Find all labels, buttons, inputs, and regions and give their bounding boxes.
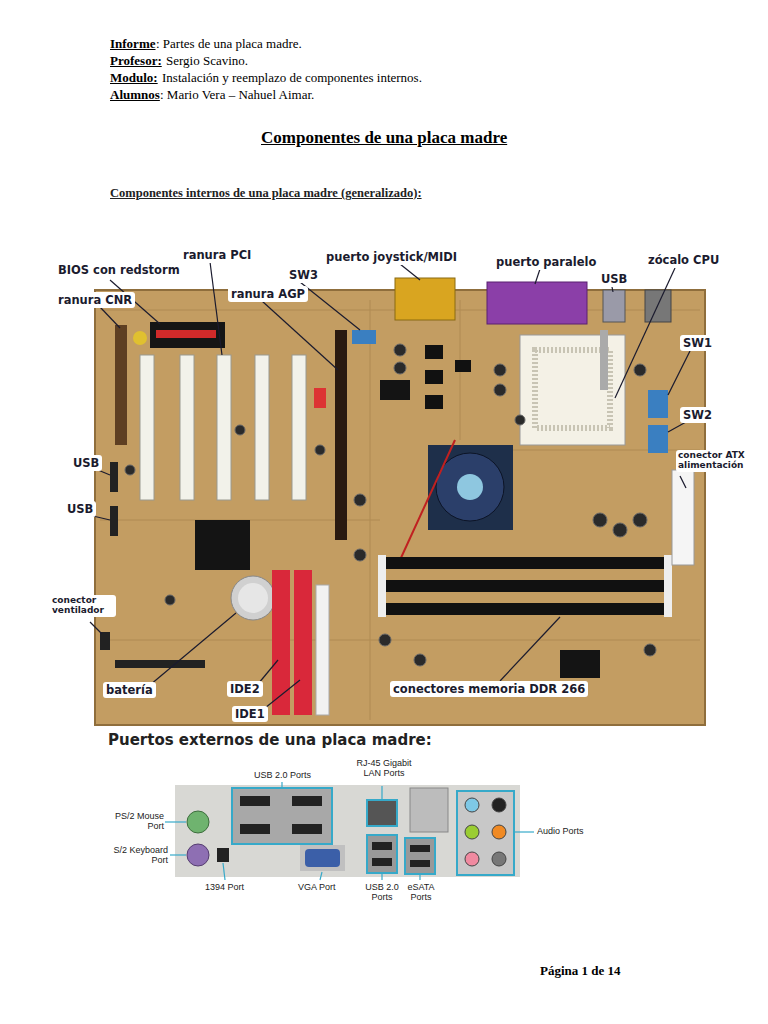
usb-group [232,788,332,844]
ide-connector [294,570,312,715]
ps2-mouse [187,811,209,833]
io-panel [175,785,520,877]
section-heading: Puertos externos de una placa madre: [108,731,432,749]
header-value: Instalación y reemplazo de componentes i… [162,70,422,86]
usb-ports [240,796,322,834]
header-value: Sergio Scavino. [166,53,248,69]
part-label: IDE2 [227,681,263,697]
battery [231,576,275,620]
part-label: SW3 [286,267,321,283]
floppy-connector [316,585,329,715]
part-label: ranura AGP [228,286,308,302]
leader-lines [90,262,690,708]
part-label: conectores memoria DDR 266 [390,681,588,697]
parallel-port [487,282,587,324]
fan-wire [400,440,455,560]
usb-pair [367,835,397,873]
part-label: zócalo CPU [645,252,722,268]
dip-switch [648,425,668,453]
audio-block [457,791,514,875]
port-label: Audio Ports [537,826,584,836]
capacitors [125,344,656,666]
dip-switch [648,390,668,418]
dimm-slots [378,555,672,617]
traces [100,300,700,720]
port-label: S/2 Keyboard Port [108,845,168,866]
heatsink [428,445,513,530]
cpu-socket [520,335,625,445]
regulators [425,345,471,409]
red-switch [314,388,326,408]
battery-face [238,583,268,613]
part-label: conector ATX alimentación [676,450,750,472]
page-title: Componentes de una placa madre [261,128,507,148]
port-label: RJ-45 Gigabit LAN Ports [352,758,416,779]
socket-pins [535,350,610,428]
part-label: ranura PCI [180,247,254,263]
header-value: : Partes de una placa madre. [156,36,302,52]
dip-switch [352,330,376,344]
part-label: SW1 [680,335,715,351]
capacitor [133,331,147,345]
part-label: SW2 [680,407,715,423]
vga-port [305,849,340,867]
part-label: puerto paralelo [493,254,599,270]
chip [560,650,600,678]
fan-hub [457,474,483,500]
part-label: IDE1 [232,706,268,722]
chip [380,380,410,400]
firewire-port [217,848,229,862]
part-label: puerto joystick/MIDI [323,249,460,265]
port-label: eSATA Ports [403,882,439,903]
ide-connector [272,570,290,715]
header-field: Modulo: [110,70,158,86]
pin-headers [100,462,205,668]
joystick-port [395,278,455,320]
part-label: USB [64,501,96,517]
bios-sticker [156,330,216,338]
part-label: USB [598,271,630,287]
page-number: Página 1 de 14 [540,963,621,979]
header-field: Informe [110,36,156,52]
motherboard [95,290,705,725]
ps2-keyboard [187,844,209,866]
header-field: Profesor: [110,53,162,69]
part-label: ranura CNR [55,292,135,308]
port-label: PS/2 Mouse Port [110,811,164,832]
header-value: : Mario Vera – Nahuel Aimar. [160,87,314,103]
port-leaders [165,782,534,880]
vga-shell [300,845,345,871]
port-label: VGA Port [298,882,336,892]
fan [436,453,504,521]
pci-slots [140,355,306,500]
esata-ports [405,838,435,874]
part-label: USB [70,455,102,471]
socket-lever [600,330,608,390]
bios-chip [150,322,225,348]
port-label: USB 2.0 Ports [360,882,404,903]
audio-jacks [465,798,506,866]
port-label: USB 2.0 Ports [254,770,311,780]
section-heading: Componentes internos de una placa madre … [110,186,422,201]
photo-ground [52,240,744,730]
header-field: Alumnos [110,87,160,103]
chipset [195,520,250,570]
rj45-port [367,800,397,826]
part-label: conector ventilador [50,595,116,617]
part-label: BIOS con redstorm [55,262,183,278]
heatsink [410,788,448,832]
port-label: 1394 Port [205,882,244,892]
cnr-slot [115,325,127,445]
usb-port [603,290,625,322]
part-label: batería [103,682,156,698]
atx-connector [672,470,694,565]
agp-slot [335,330,347,540]
